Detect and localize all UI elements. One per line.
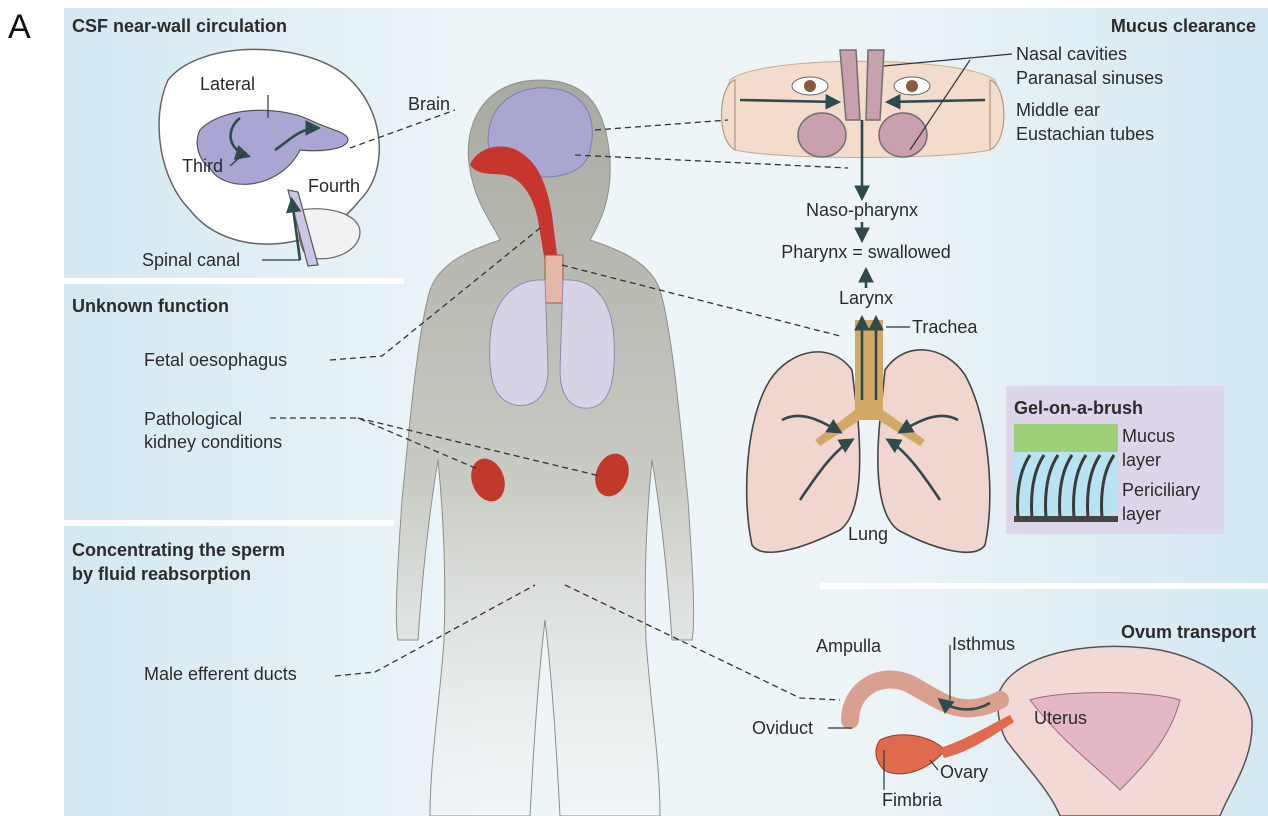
label-isthmus: Isthmus (952, 634, 1015, 654)
label-ovary: Ovary (940, 762, 988, 782)
epithelium-base (1014, 516, 1118, 522)
label-oviduct: Oviduct (752, 718, 813, 738)
csf-title: CSF near-wall circulation (72, 16, 287, 36)
sperm-title-line2: by fluid reabsorption (72, 564, 251, 584)
trachea-drawing (855, 320, 883, 420)
label-periciliary-2: layer (1122, 504, 1161, 524)
label-spinal-canal: Spinal canal (142, 250, 240, 270)
label-fetal-oesophagus: Fetal oesophagus (144, 350, 287, 370)
iris-left (804, 80, 816, 92)
panel-divider-left-1 (64, 278, 404, 284)
label-eustachian-tubes: Eustachian tubes (1016, 124, 1154, 144)
sperm-title-line1: Concentrating the sperm (72, 540, 285, 560)
label-naso-pharynx: Naso-pharynx (806, 200, 918, 220)
label-periciliary-1: Periciliary (1122, 480, 1200, 500)
label-lung: Lung (848, 524, 888, 544)
mucus-title: Mucus clearance (1111, 16, 1256, 36)
label-third: Third (182, 156, 223, 176)
trachea-organ (545, 255, 563, 303)
label-paranasal-sinuses: Paranasal sinuses (1016, 68, 1163, 88)
panel-divider-left-2 (64, 520, 394, 526)
label-uterus: Uterus (1034, 708, 1087, 728)
panel-divider-right (820, 583, 1268, 589)
label-kidney-line1: Pathological (144, 409, 242, 429)
sinus-left (798, 113, 846, 157)
unknown-title: Unknown function (72, 296, 229, 316)
label-mucus-layer-1: Mucus (1122, 426, 1175, 446)
label-kidney-line2: kidney conditions (144, 432, 282, 452)
label-pharynx-swallowed: Pharynx = swallowed (781, 242, 951, 262)
label-trachea: Trachea (912, 317, 978, 337)
label-fimbria: Fimbria (882, 790, 943, 810)
label-fourth: Fourth (308, 176, 360, 196)
label-lateral: Lateral (200, 74, 255, 94)
label-nasal-cavities: Nasal cavities (1016, 44, 1127, 64)
gel-title: Gel-on-a-brush (1014, 398, 1143, 418)
panel-letter: A (8, 8, 31, 46)
label-mucus-layer-2: layer (1122, 450, 1161, 470)
label-middle-ear: Middle ear (1016, 100, 1100, 120)
label-brain: Brain (408, 94, 450, 114)
label-ampulla: Ampulla (816, 636, 882, 656)
mucus-layer-swatch (1014, 424, 1118, 452)
iris-right (906, 80, 918, 92)
gel-inset: Gel-on-a-brush Mucus layer Periciliary l… (1006, 386, 1224, 534)
label-male-efferent-ducts: Male efferent ducts (144, 664, 297, 684)
label-larynx: Larynx (839, 288, 893, 308)
ovum-title: Ovum transport (1121, 622, 1256, 642)
